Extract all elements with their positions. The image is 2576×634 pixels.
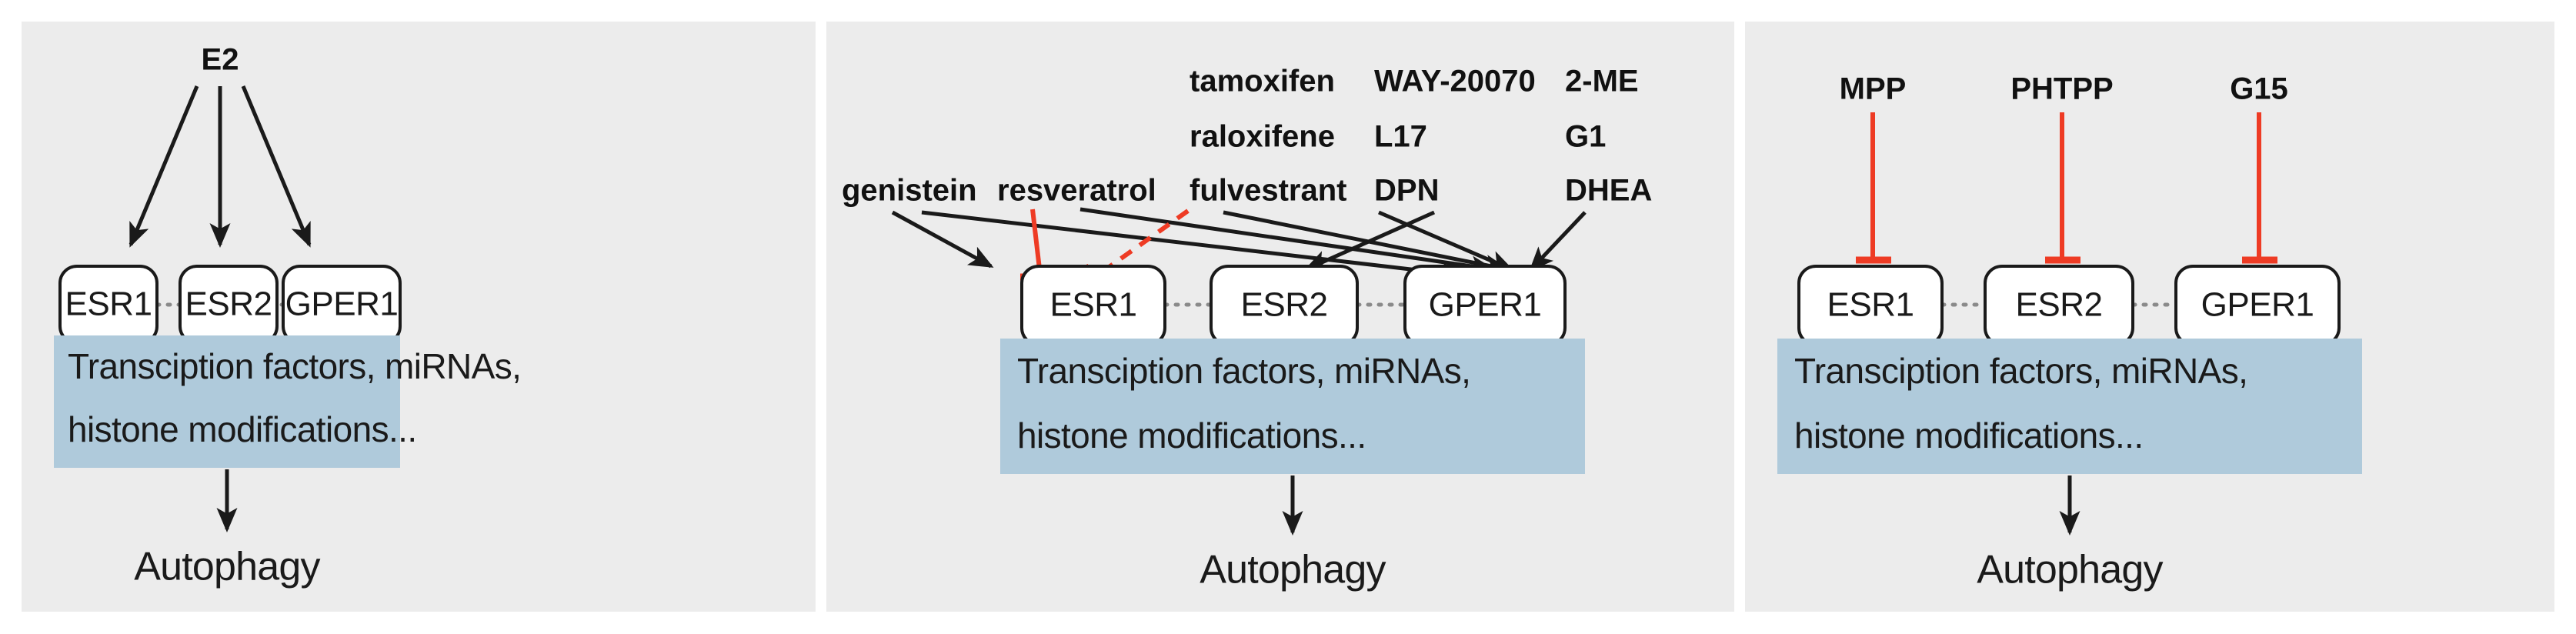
panel-antagonists: MPP PHTPP G15 ESR1 ESR2 GPER1 (1745, 22, 2554, 612)
outcome-label-autophagy: Autophagy (1200, 548, 1386, 592)
panel-1-canvas: E2 ESR1 ESR2 GPER1 Transciption factors,… (54, 43, 522, 589)
effector-line-2: histone modifications... (1017, 415, 1366, 455)
ligand-label-way-20070: WAY-20070 (1374, 65, 1536, 98)
receptor-label-esr1: ESR1 (65, 285, 152, 323)
ligand-label-dpn: DPN (1374, 174, 1439, 208)
panel-modulators: genistein resveratrol tamoxifen raloxife… (826, 22, 1734, 612)
receptor-label-gper1: GPER1 (285, 285, 399, 323)
ligand-label-tamoxifen: tamoxifen (1190, 65, 1335, 98)
panel-agonist-endogenous: E2 ESR1 ESR2 GPER1 Transciption factors,… (22, 22, 816, 612)
ligand-label-raloxifene: raloxifene (1190, 120, 1335, 154)
effector-box (54, 335, 400, 468)
effector-line-1: Transciption factors, miRNAs, (68, 346, 521, 386)
outcome-label-autophagy: Autophagy (134, 545, 320, 589)
edge-genistein-to-gper1 (921, 210, 1467, 284)
stimulus-label-e2: E2 (202, 43, 239, 77)
panel-2-canvas: genistein resveratrol tamoxifen raloxife… (842, 65, 1652, 592)
effector-line-1: Transciption factors, miRNAs, (1017, 351, 1470, 391)
ligand-label-l17: L17 (1374, 120, 1427, 154)
receptor-label-esr2: ESR2 (1241, 286, 1328, 324)
edge-resveratrol-to-gper1 (1079, 207, 1496, 277)
edge-gper1agonists-to-gper1 (1529, 211, 1587, 272)
effector-line-2: histone modifications... (1794, 415, 2144, 455)
effector-line-1: Transciption factors, miRNAs, (1794, 351, 2247, 391)
edge-esr2agonists-to-gper1 (1378, 210, 1514, 272)
receptor-label-gper1: GPER1 (2201, 286, 2314, 324)
receptor-label-esr1: ESR1 (1827, 286, 1914, 324)
receptor-label-esr2: ESR2 (2016, 286, 2103, 324)
antagonist-label-g15: G15 (2230, 72, 2288, 106)
effector-box (1000, 339, 1585, 474)
ligand-label-dhea: DHEA (1565, 174, 1652, 208)
receptor-label-esr1: ESR1 (1050, 286, 1137, 324)
receptor-label-esr2: ESR2 (185, 285, 272, 323)
ligand-label-fulvestrant: fulvestrant (1190, 174, 1347, 208)
effector-box (1777, 339, 2362, 474)
outcome-label-autophagy: Autophagy (1977, 548, 2163, 592)
antagonist-label-mpp: MPP (1840, 72, 1907, 106)
effector-line-2: histone modifications... (68, 409, 417, 449)
ligand-label-resveratrol: resveratrol (997, 174, 1156, 208)
edge-serms-to-gper1 (1223, 210, 1510, 275)
panel-3-canvas: MPP PHTPP G15 ESR1 ESR2 GPER1 (1777, 72, 2362, 592)
edge-e2-to-esr1 (128, 85, 199, 248)
ligand-label-genistein: genistein (842, 174, 977, 208)
ligand-label-2-me: 2-ME (1565, 65, 1639, 98)
edge-genistein-to-esr1 (891, 210, 994, 269)
edge-esr2agonists-to-esr2 (1303, 210, 1436, 272)
receptor-label-gper1: GPER1 (1429, 286, 1542, 324)
antagonist-label-phtpp: PHTPP (2010, 72, 2113, 106)
edge-resveratrol-inhibits-esr1 (1030, 209, 1043, 276)
ligand-label-g1: G1 (1565, 120, 1606, 154)
edge-e2-to-gper1 (241, 85, 312, 248)
